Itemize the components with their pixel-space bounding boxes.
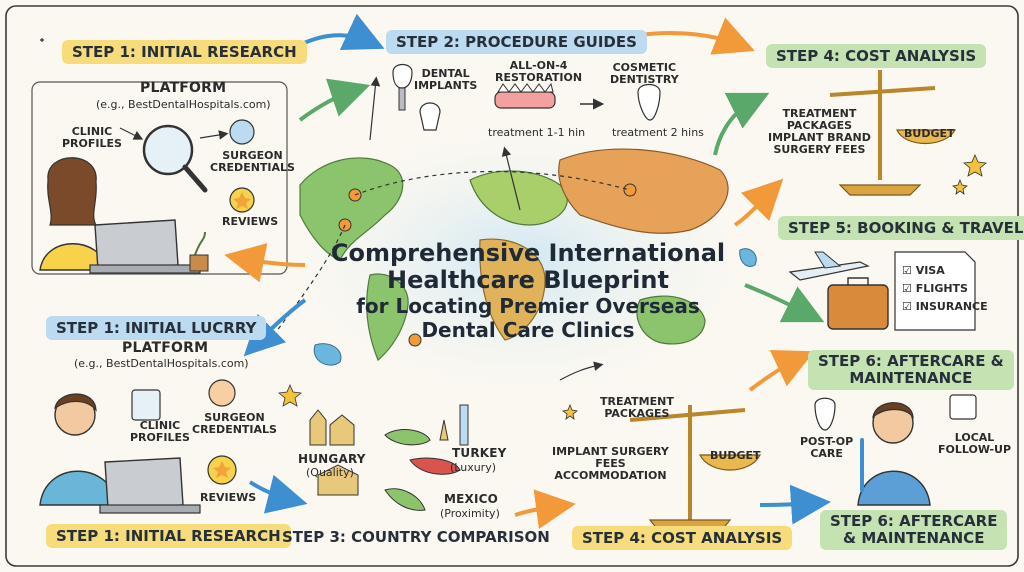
step1-top-platform: PLATFORM bbox=[140, 80, 227, 96]
step3-turkey-sub: (Luxury) bbox=[450, 461, 497, 474]
step3-hungary: HUNGARY bbox=[298, 452, 366, 466]
step5-label: STEP 5: BOOKING & TRAVEL bbox=[778, 216, 1024, 240]
checklist-item-flights: ☑ FLIGHTS bbox=[902, 282, 968, 295]
clinic-profiles-line1: CLINIC bbox=[71, 125, 113, 138]
step4-bottom-top-items: TREATMENT PACKAGES bbox=[600, 396, 674, 420]
step4-bottom-label: STEP 4: COST ANALYSIS bbox=[572, 526, 793, 550]
surgeon-credentials-line2: CREDENTIALS bbox=[192, 423, 277, 436]
checklist-flights-text: FLIGHTS bbox=[915, 282, 968, 295]
world-map bbox=[260, 110, 780, 410]
cosmetic-line2: DENTISTRY bbox=[610, 73, 679, 86]
step1-top-label: STEP 1: INITIAL RESEARCH bbox=[62, 40, 307, 64]
step4-bottom-left-items: IMPLANT SURGERY FEES ACCOMMODATION bbox=[552, 446, 669, 482]
step3-mexico: MEXICO bbox=[444, 492, 499, 506]
scale-illustration-top bbox=[829, 70, 957, 196]
checklist-visa-text: VISA bbox=[915, 264, 945, 277]
step1-top-clinic-profiles: CLINIC PROFILES bbox=[62, 126, 122, 150]
cost-item: TREATMENT bbox=[600, 395, 674, 408]
surgeon-credentials-line1: SURGEON bbox=[222, 149, 283, 162]
checklist-item-visa: ☑ VISA bbox=[902, 264, 945, 277]
step2-label: STEP 2: PROCEDURE GUIDES bbox=[386, 30, 647, 54]
checklist-insurance-text: INSURANCE bbox=[915, 300, 988, 313]
aftercare-person-illustration bbox=[814, 394, 977, 506]
step1-mid-platform: PLATFORM bbox=[122, 340, 209, 356]
post-op-line2: CARE bbox=[810, 447, 843, 460]
step6-bottom-label: STEP 6: AFTERCARE & MAINTENANCE bbox=[820, 510, 1008, 550]
checklist-item-insurance: ☑ INSURANCE bbox=[902, 300, 988, 313]
step1-mid-reviews: REVIEWS bbox=[200, 491, 257, 504]
person-laptop-illustration-bottom bbox=[39, 379, 237, 514]
step6-local: LOCAL FOLLOW-UP bbox=[938, 432, 1011, 456]
teeth-illustrations bbox=[392, 63, 661, 131]
step6-bottom-label-line1: STEP 6: AFTERCARE bbox=[830, 512, 998, 530]
step2-treatment-a: treatment 1-1 hin bbox=[488, 126, 586, 139]
cost-item: ACCOMMODATION bbox=[554, 469, 667, 482]
step4-top-label: STEP 4: COST ANALYSIS bbox=[766, 44, 987, 68]
step1-mid-clinic-profiles: CLINIC PROFILES bbox=[130, 420, 190, 444]
step4-bottom-budget: BUDGET bbox=[710, 449, 761, 462]
surgeon-credentials-line1: SURGEON bbox=[204, 411, 265, 424]
clinic-profiles-line2: PROFILES bbox=[62, 137, 122, 150]
cost-item: PACKAGES bbox=[786, 119, 852, 132]
all-on-4-line2: RESTORATION bbox=[495, 71, 583, 84]
step3-turkey: TURKEY bbox=[452, 446, 507, 460]
step6-post-op: POST-OP CARE bbox=[800, 436, 853, 460]
cost-item: PACKAGES bbox=[604, 407, 670, 420]
step1-mid-platform-example: (e.g., BestDentalHospitals.com) bbox=[74, 357, 249, 370]
step3-hungary-sub: (Quality) bbox=[306, 466, 354, 479]
step1-top-platform-example: (e.g., BestDentalHospitals.com) bbox=[96, 98, 271, 111]
cost-item: IMPLANT BRAND bbox=[768, 131, 871, 144]
step6-mid-label-line2: MAINTENANCE bbox=[849, 369, 973, 387]
step3-mexico-sub: (Proximity) bbox=[440, 507, 500, 520]
step4-top-budget: BUDGET bbox=[904, 127, 955, 140]
decorative-stars bbox=[40, 38, 987, 420]
step5-checklist: ☑ VISA ☑ FLIGHTS ☑ INSURANCE bbox=[902, 262, 988, 316]
page-frame bbox=[5, 5, 1019, 567]
step4-top-items: TREATMENT PACKAGES IMPLANT BRAND SURGERY… bbox=[768, 108, 871, 156]
cost-item: FEES bbox=[595, 457, 626, 470]
title-line-2: Healthcare Blueprint bbox=[387, 266, 669, 294]
step1-top-reviews: REVIEWS bbox=[222, 215, 279, 228]
clinic-profiles-line2: PROFILES bbox=[130, 431, 190, 444]
title-line-1: Comprehensive International bbox=[330, 239, 726, 267]
local-line2: FOLLOW-UP bbox=[938, 443, 1012, 456]
dental-implants-line2: IMPLANTS bbox=[414, 79, 478, 92]
step2-dental-implants: DENTAL IMPLANTS bbox=[414, 68, 477, 92]
local-line1: LOCAL bbox=[954, 431, 995, 444]
step1-mid-label: STEP 1: INITIAL LUCRRY bbox=[46, 316, 267, 340]
step6-bottom-label-line2: & MAINTENANCE bbox=[843, 529, 985, 547]
step6-mid-label: STEP 6: AFTERCARE & MAINTENANCE bbox=[808, 350, 1014, 390]
country-landmarks bbox=[309, 404, 469, 511]
step1-bottom-label: STEP 1: INITIAL RESEARCH bbox=[46, 524, 291, 548]
cosmetic-line1: COSMETIC bbox=[612, 61, 677, 74]
step2-all-on-4: ALL-ON-4 RESTORATION bbox=[495, 60, 582, 84]
flow-arrows bbox=[224, 13, 831, 529]
step2-treatment-b: treatment 2 hins bbox=[612, 126, 704, 139]
cost-item: IMPLANT SURGERY bbox=[552, 445, 669, 458]
travel-illustration bbox=[788, 251, 976, 331]
main-title: Comprehensive International Healthcare B… bbox=[318, 239, 738, 343]
title-line-3: for Locating Premier Overseas bbox=[356, 294, 700, 318]
dental-implants-line1: DENTAL bbox=[421, 67, 470, 80]
all-on-4-line1: ALL-ON-4 bbox=[509, 59, 568, 72]
step1-top-surgeon-credentials: SURGEON CREDENTIALS bbox=[210, 150, 295, 174]
post-op-line1: POST-OP bbox=[800, 435, 854, 448]
step3-label: STEP 3: COUNTRY COMPARISON bbox=[282, 528, 550, 546]
step1-mid-surgeon-credentials: SURGEON CREDENTIALS bbox=[192, 412, 277, 436]
clinic-profiles-line1: CLINIC bbox=[139, 419, 181, 432]
title-line-4: Dental Care Clinics bbox=[421, 318, 635, 342]
cost-item: TREATMENT bbox=[782, 107, 857, 120]
person-laptop-illustration-top bbox=[31, 81, 288, 275]
step2-cosmetic: COSMETIC DENTISTRY bbox=[610, 62, 679, 86]
step6-mid-label-line1: STEP 6: AFTERCARE & bbox=[818, 352, 1004, 370]
surgeon-credentials-line2: CREDENTIALS bbox=[210, 161, 295, 174]
cost-item: SURGERY FEES bbox=[773, 143, 866, 156]
